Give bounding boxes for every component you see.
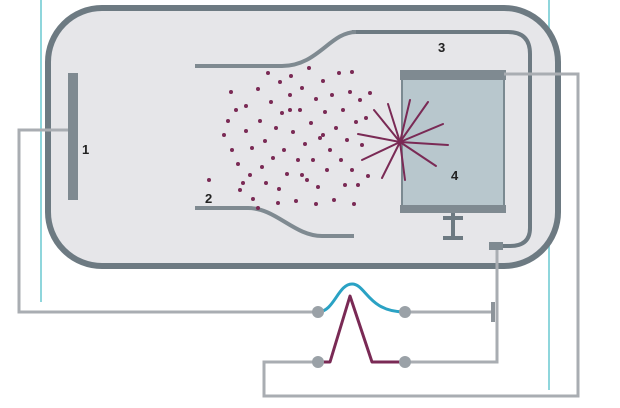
wire-detector-down (405, 246, 499, 364)
signal-pulse-icon (317, 282, 406, 314)
particle-burst (357, 99, 449, 181)
funnel-lower-wall (195, 206, 354, 238)
wire-vessel-port (489, 242, 503, 250)
label-3: 3 (438, 40, 445, 55)
particle-cloud-icon (207, 66, 372, 210)
label-1: 1 (82, 142, 89, 157)
detector-bottom-bar (400, 205, 506, 213)
wire-detector-top-return (262, 72, 580, 398)
label-4: 4 (451, 168, 459, 183)
detector-top-bar (400, 70, 506, 80)
wire-electrode-to-pulse (17, 128, 318, 314)
inner-return-wire (352, 30, 532, 248)
electrode-plate-icon (68, 73, 78, 200)
pulse-terminals (312, 306, 411, 368)
label-2: 2 (205, 191, 212, 206)
output-pulse-line (318, 294, 405, 364)
funnel-upper-wall (195, 30, 357, 68)
